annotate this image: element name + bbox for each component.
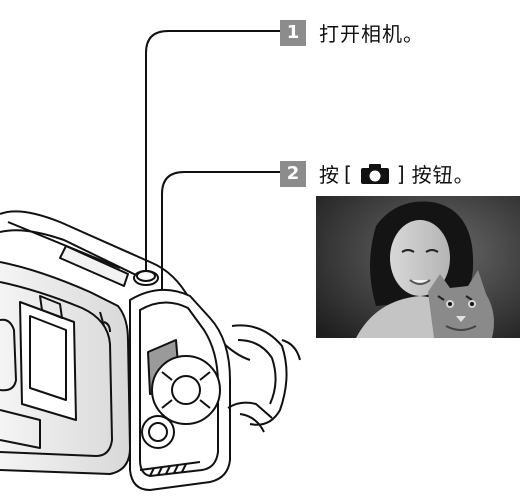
callout-line-step-1 bbox=[145, 30, 280, 273]
sample-photo bbox=[316, 196, 520, 338]
instruction-prefix: 按 bbox=[319, 163, 340, 187]
step-instruction: 按 [ ] 按钮。 bbox=[319, 159, 475, 188]
step-instruction: 打开相机。 bbox=[319, 22, 424, 46]
step-number-badge: 2 bbox=[280, 160, 306, 187]
camera-body bbox=[0, 210, 301, 491]
bracket-open: [ bbox=[344, 161, 353, 186]
bracket-close: ] bbox=[396, 161, 406, 186]
callout-line-step-2 bbox=[161, 171, 280, 370]
step-number-badge: 1 bbox=[280, 19, 306, 46]
instruction-suffix: 按钮。 bbox=[411, 163, 475, 187]
step-1: 1 打开相机。 bbox=[280, 18, 424, 47]
step-2: 2 按 [ ] 按钮。 bbox=[280, 159, 475, 188]
camera-icon bbox=[357, 161, 393, 187]
